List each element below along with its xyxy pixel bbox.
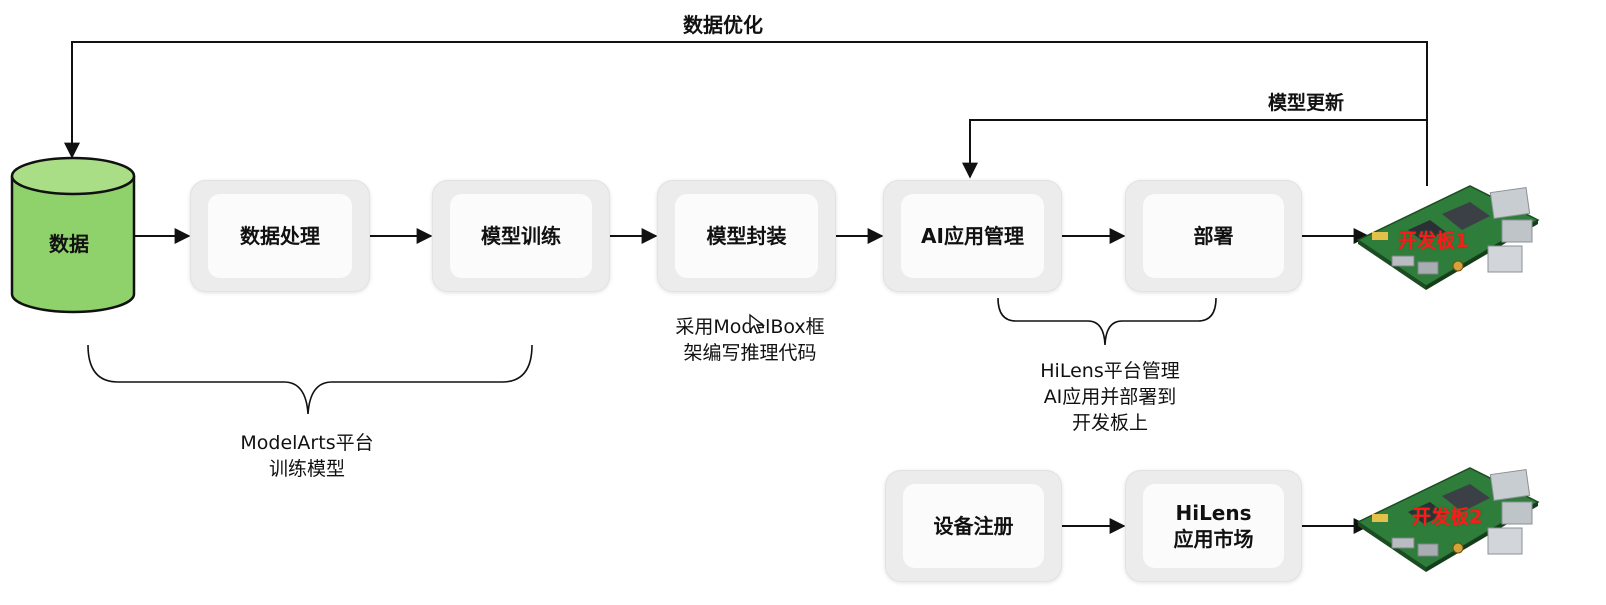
dev-board-1-label: 开发板1 (1398, 230, 1469, 252)
dev-board-2-icon (1356, 467, 1540, 572)
data-optimization-label: 数据优化 (683, 13, 763, 37)
model-training-node: 模型训练 (432, 180, 610, 292)
data-processing-label: 数据处理 (208, 194, 352, 278)
mouse-cursor-icon (749, 313, 766, 334)
model-update-label: 模型更新 (1268, 92, 1345, 114)
data-processing-node: 数据处理 (190, 180, 370, 292)
deploy-label: 部署 (1143, 194, 1284, 278)
model-update-loop (962, 119, 1428, 186)
hilens-annotation: HiLens平台管理 AI应用并部署到 开发板上 (1030, 358, 1190, 436)
brace-modelarts (87, 344, 533, 415)
device-registration-label: 设备注册 (903, 484, 1044, 568)
model-training-label: 模型训练 (450, 194, 592, 278)
modelarts-line-2: 训练模型 (268, 458, 345, 480)
hilens-line-3: 开发板上 (1071, 412, 1148, 434)
dev-board-2-label: 开发板2 (1412, 506, 1483, 528)
hilens-line-2: AI应用并部署到 (1043, 386, 1177, 408)
ai-app-management-label: AI应用管理 (901, 194, 1044, 278)
device-registration-node: 设备注册 (885, 470, 1062, 582)
model-packaging-label: 模型封装 (675, 194, 818, 278)
hilens-app-market-label: HiLens 应用市场 (1143, 484, 1284, 568)
data-optimization-loop (64, 41, 1428, 186)
hilens-app-market-node: HiLens 应用市场 (1125, 470, 1302, 582)
hilens-line-1: HiLens平台管理 (1040, 360, 1180, 382)
dev-board-1-icon (1356, 185, 1540, 290)
data-node-label: 数据 (49, 232, 89, 256)
deploy-node: 部署 (1125, 180, 1302, 292)
database-icon (10, 156, 136, 314)
modelarts-annotation: ModelArts平台 训练模型 (232, 430, 382, 482)
model-packaging-node: 模型封装 (657, 180, 836, 292)
ai-app-management-node: AI应用管理 (883, 180, 1062, 292)
brace-hilens (997, 297, 1217, 346)
modelarts-line-1: ModelArts平台 (240, 432, 374, 454)
modelbox-line-2: 架编写推理代码 (683, 342, 817, 364)
